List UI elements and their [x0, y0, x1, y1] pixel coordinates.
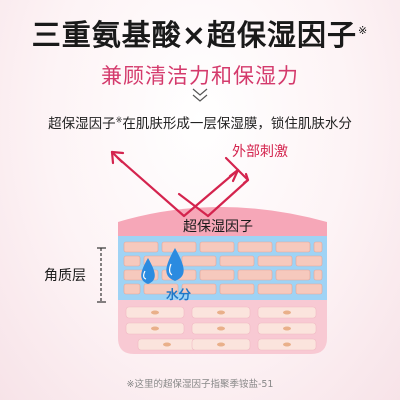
- cell-nucleus: [217, 326, 225, 331]
- skin-cell: [313, 241, 323, 253]
- lower-cells: [125, 306, 317, 351]
- water-label: 水分: [166, 287, 192, 302]
- diagram-illustration: [97, 150, 327, 354]
- cell-nucleus: [217, 310, 225, 315]
- skin-cell: [181, 283, 217, 295]
- skin-cell: [295, 255, 323, 267]
- skin-cell: [313, 269, 323, 281]
- skin-cell: [123, 283, 141, 295]
- cell-nucleus: [283, 326, 291, 331]
- water-drop-icon: [166, 248, 184, 281]
- moisture-factor-label: 超保湿因子: [183, 219, 253, 235]
- cell-nucleus: [283, 342, 291, 347]
- skin-cell: [143, 283, 179, 295]
- cell-nucleus: [163, 342, 171, 347]
- skin-cell: [199, 269, 235, 281]
- description-mark: ※: [115, 115, 123, 125]
- skin-cell: [181, 255, 217, 267]
- skin-cell: [219, 255, 255, 267]
- skin-cell: [275, 241, 311, 253]
- arrow-icon: [110, 150, 250, 218]
- cell-nucleus: [283, 310, 291, 315]
- stratum-corneum-label: 角质层: [44, 268, 86, 284]
- moisture-membrane: [118, 207, 327, 240]
- chevron-down-icon: [0, 86, 400, 106]
- skin-diagram: 外部刺激 超保湿因子 角质层 水分: [0, 130, 400, 375]
- headline-mark: ※: [358, 24, 369, 38]
- cell-nucleus: [151, 326, 159, 331]
- subtitle: 兼顾清洁力和保湿力: [101, 64, 299, 88]
- headline-text: 三重氨基酸×超保湿因子: [31, 18, 358, 52]
- skin-cell: [237, 269, 273, 281]
- description-part1: 超保湿因子: [48, 116, 116, 132]
- skin-cell: [199, 241, 235, 253]
- cell-nucleus: [151, 310, 159, 315]
- headline: 三重氨基酸×超保湿因子※: [0, 12, 400, 54]
- lower-skin-layer: [118, 300, 327, 354]
- skin-cell: [295, 283, 323, 295]
- skin-cell: [123, 255, 141, 267]
- description-part2: 在肌肤形成一层保湿膜，锁住肌肤水分: [122, 116, 352, 132]
- cell-nucleus: [217, 342, 225, 347]
- skin-cell: [257, 283, 293, 295]
- bracket-icon: [97, 247, 106, 303]
- skin-cell: [237, 241, 273, 253]
- skin-cell: [275, 269, 311, 281]
- skin-cell: [161, 241, 197, 253]
- external-stimulus-label: 外部刺激: [232, 144, 288, 160]
- water-drop-icon: [141, 258, 155, 284]
- skin-cell: [123, 241, 159, 253]
- skin-cell: [257, 255, 293, 267]
- description: 超保湿因子※在肌肤形成一层保湿膜，锁住肌肤水分: [0, 112, 400, 133]
- skin-cell: [219, 283, 255, 295]
- footnote: ※这里的超保湿因子指聚季铵盐-51: [126, 379, 274, 390]
